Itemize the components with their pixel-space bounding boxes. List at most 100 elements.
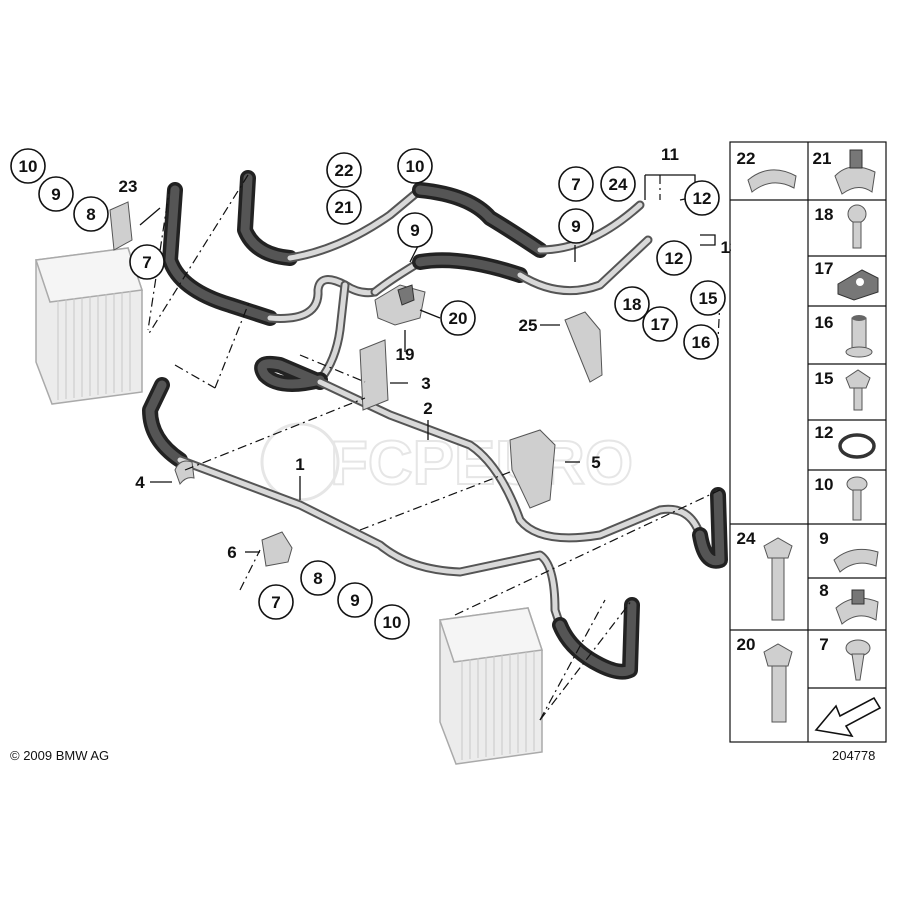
svg-text:9: 9 — [51, 185, 60, 204]
bracket-23 — [109, 201, 133, 251]
svg-text:25: 25 — [519, 316, 538, 335]
panel-10: 10 — [815, 475, 868, 521]
callout-7-lower: 7 — [258, 584, 294, 620]
lower-line — [142, 377, 640, 680]
panel-18: 18 — [815, 204, 867, 249]
svg-text:3: 3 — [421, 374, 430, 393]
panel-22: 22 — [737, 149, 797, 193]
upper-return-line — [237, 170, 645, 266]
svg-text:9: 9 — [571, 217, 580, 236]
svg-text:6: 6 — [227, 543, 236, 562]
diagram-number: 204778 — [832, 748, 875, 763]
svg-text:8: 8 — [819, 581, 828, 600]
bracket-5 — [509, 429, 556, 509]
panel-8: 8 — [819, 581, 879, 625]
callout-11: 11 — [661, 145, 679, 164]
svg-text:18: 18 — [623, 295, 642, 314]
svg-text:7: 7 — [571, 175, 580, 194]
svg-text:16: 16 — [815, 313, 834, 332]
callout-9-top-right: 9 — [558, 208, 594, 244]
svg-text:24: 24 — [737, 529, 756, 548]
svg-text:23: 23 — [119, 177, 138, 196]
callout-4: 4 — [135, 473, 145, 492]
svg-text:15: 15 — [699, 289, 718, 308]
svg-text:12: 12 — [693, 189, 712, 208]
svg-text:9: 9 — [819, 529, 828, 548]
clip-4 — [174, 460, 195, 486]
callout-10-upper-left: 10 — [10, 148, 46, 184]
callout-7-upper-left: 7 — [129, 244, 165, 280]
callout-24-top-right: 24 — [600, 166, 636, 202]
svg-text:2: 2 — [423, 399, 432, 418]
svg-text:19: 19 — [396, 345, 415, 364]
svg-text:10: 10 — [383, 613, 402, 632]
svg-text:15: 15 — [815, 369, 834, 388]
svg-text:17: 17 — [815, 259, 834, 278]
callout-2: 2 — [423, 399, 432, 418]
callout-12-upper: 12 — [684, 180, 720, 216]
callout-10-lower: 10 — [374, 604, 410, 640]
callout-18-mid: 18 — [614, 286, 650, 322]
svg-text:12: 12 — [815, 423, 834, 442]
callout-12-lower: 12 — [656, 240, 692, 276]
bracket-25 — [564, 311, 603, 383]
middle-line — [254, 280, 728, 569]
svg-text:22: 22 — [335, 161, 354, 180]
callout-9-lower: 9 — [337, 582, 373, 618]
panel-arrow-icon — [814, 696, 882, 738]
panel-24: 24 — [737, 529, 793, 621]
svg-text:12: 12 — [665, 249, 684, 268]
panel-17: 17 — [815, 259, 879, 301]
callout-8-upper-left: 8 — [73, 196, 109, 232]
svg-text:10: 10 — [19, 157, 38, 176]
panel-21: 21 — [813, 149, 876, 195]
panel-16: 16 — [815, 313, 873, 358]
callout-5: 5 — [591, 453, 600, 472]
bracket-19 — [374, 284, 426, 326]
panel-20: 20 — [737, 635, 793, 723]
svg-text:1: 1 — [295, 455, 304, 474]
svg-text:5: 5 — [591, 453, 600, 472]
svg-text:9: 9 — [410, 221, 419, 240]
bracket-3 — [359, 339, 389, 411]
callout-9-top: 9 — [397, 212, 433, 248]
callout-9-upper-left: 9 — [38, 176, 74, 212]
svg-text:16: 16 — [692, 333, 711, 352]
svg-text:20: 20 — [737, 635, 756, 654]
cooler-left — [35, 247, 143, 405]
callout-20: 20 — [440, 300, 476, 336]
bracket-6 — [261, 531, 293, 567]
callout-17-mid: 17 — [642, 306, 678, 342]
callout-15-mid: 15 — [690, 280, 726, 316]
svg-text:11: 11 — [661, 145, 679, 164]
watermark: FCPEURO — [260, 422, 634, 502]
svg-text:9: 9 — [350, 591, 359, 610]
svg-text:7: 7 — [142, 253, 151, 272]
panel-12: 12 — [815, 423, 876, 459]
svg-text:4: 4 — [135, 473, 145, 492]
side-panel: 22 21 18 17 16 15 12 10 24 9 8 20 7 — [729, 141, 887, 743]
callout-22-top: 22 — [326, 152, 362, 188]
callout-19: 19 — [396, 345, 415, 364]
callout-16-mid: 16 — [683, 324, 719, 360]
upper-feed-line — [162, 182, 653, 326]
svg-text:7: 7 — [271, 593, 280, 612]
svg-text:21: 21 — [335, 198, 354, 217]
callout-21-top: 21 — [326, 189, 362, 225]
cooler-right — [439, 607, 543, 765]
svg-text:20: 20 — [449, 309, 468, 328]
callout-25: 25 — [519, 316, 538, 335]
callout-1: 1 — [295, 455, 304, 474]
svg-text:18: 18 — [815, 205, 834, 224]
svg-text:22: 22 — [737, 149, 756, 168]
svg-text:21: 21 — [813, 149, 832, 168]
panel-15: 15 — [815, 369, 871, 411]
svg-text:8: 8 — [86, 205, 95, 224]
callout-6: 6 — [227, 543, 236, 562]
watermark-text: FCPEURO — [330, 429, 633, 498]
svg-text:8: 8 — [313, 569, 322, 588]
panel-7: 7 — [819, 635, 871, 681]
callout-10-top: 10 — [397, 148, 433, 184]
svg-text:10: 10 — [406, 157, 425, 176]
